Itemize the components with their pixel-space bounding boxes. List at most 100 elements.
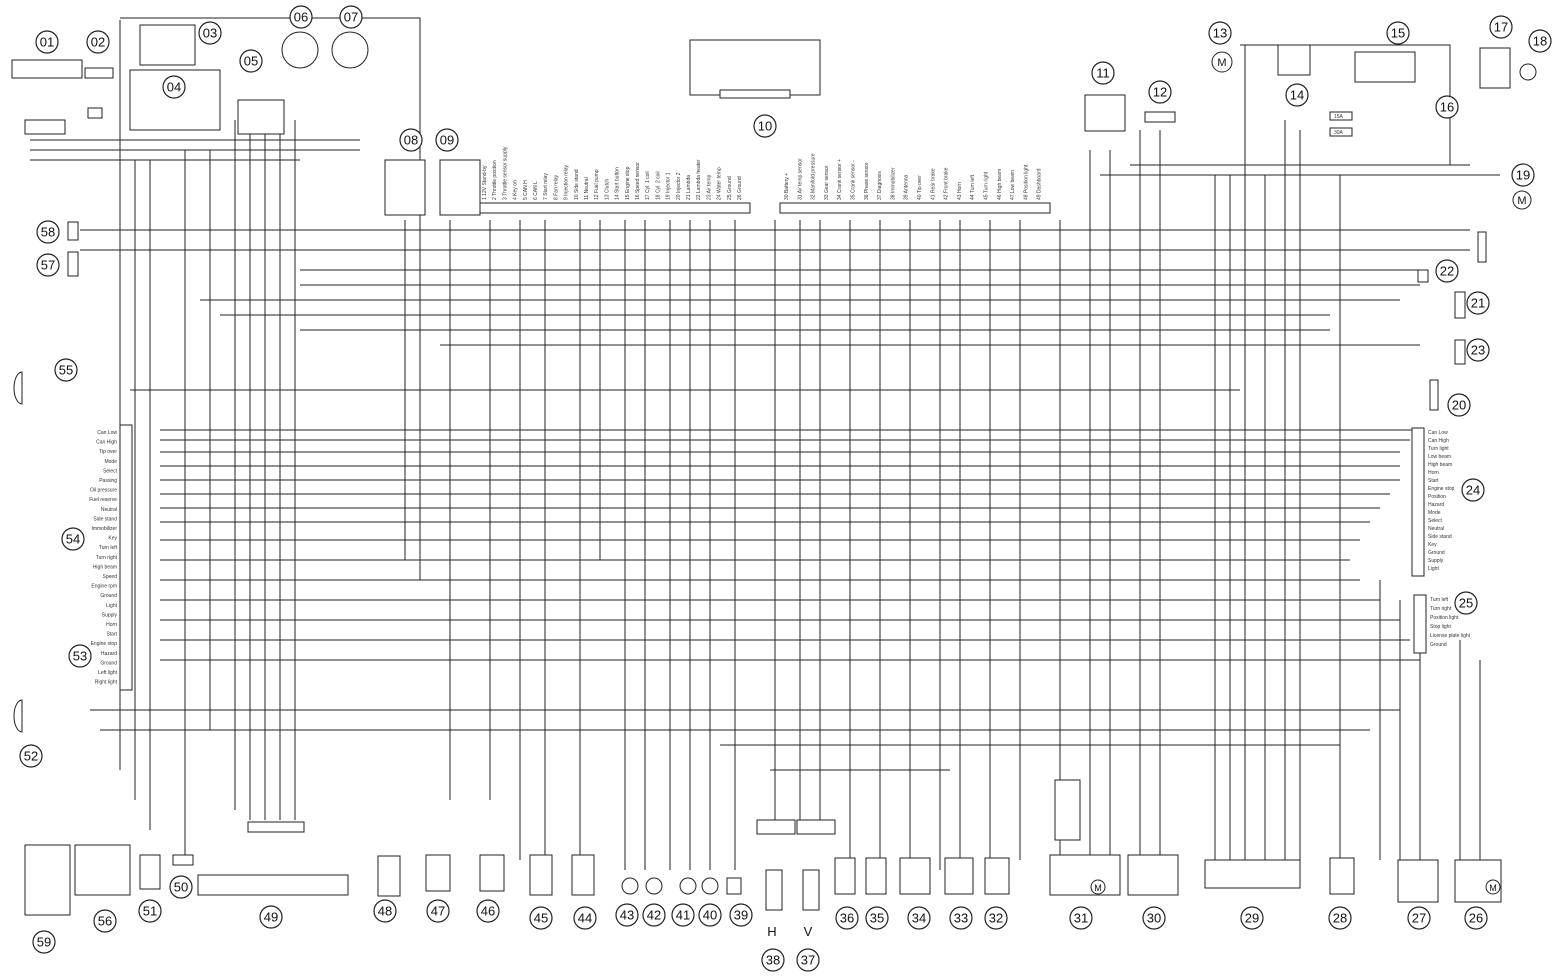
ecu-pin-label: 42 Front brake: [944, 167, 950, 200]
ecu-pin-label: 3 Throttle sensor supply: [502, 146, 508, 200]
ecu-pin-label: 23 Air temp: [706, 174, 712, 200]
callout-number: 43: [620, 908, 634, 923]
connector-pin-label: Start: [106, 632, 117, 638]
callout-number: 49: [264, 910, 278, 925]
callout-number: 23: [1471, 343, 1485, 358]
connector-pin-label: Passing: [99, 478, 117, 484]
connector-pin-label: Light: [1428, 566, 1439, 572]
callout-number: 55: [59, 363, 73, 378]
ecu-pin-label: 24 Water temp: [717, 167, 723, 200]
callout-10: 10: [753, 114, 777, 138]
ecu-pin-label: 44 Turn left: [970, 174, 976, 200]
connector-pin-label: Engine stop: [91, 641, 118, 647]
callout-number: 28: [1333, 911, 1347, 926]
callout-49: 49: [259, 905, 283, 929]
connector-pin-label: High beam: [1428, 462, 1452, 468]
callout-26: 26: [1464, 906, 1488, 930]
connector-pin-label: Hazard: [101, 651, 117, 657]
motor-13: M: [1217, 57, 1226, 69]
connector-pin-label: Light: [106, 603, 117, 609]
callout-37: 37: [796, 948, 820, 972]
callout-number: 12: [1153, 85, 1167, 100]
callout-17: 17: [1489, 15, 1513, 39]
callout-55: 55: [54, 358, 78, 382]
callout-number: 03: [203, 26, 217, 41]
callout-number: 10: [758, 119, 772, 134]
fuse-label-15a: 15A: [1334, 114, 1344, 120]
callout-13: 13: [1208, 21, 1232, 45]
connector-pin-label: Ground: [1428, 550, 1445, 556]
callout-number: 44: [578, 911, 592, 926]
callout-20: 20: [1447, 393, 1471, 417]
ecu-pin-label: 26 Ground: [737, 176, 743, 200]
connector-pin-label: Turn left: [99, 545, 118, 551]
connector-pin-label: Speed: [103, 574, 118, 580]
ecu-pin-label: 20 Injector 2: [676, 172, 682, 200]
connector-pin-label: Key: [1428, 542, 1437, 548]
callout-number: 33: [954, 911, 968, 926]
ecu-pin-label: 7 Start relay: [543, 173, 549, 200]
callout-52: 52: [19, 744, 43, 768]
callout-36: 36: [835, 906, 859, 930]
connector-pin-label: Ground: [100, 593, 117, 599]
callout-45: 45: [529, 906, 553, 930]
ecu-pin-label: 4 Key on: [513, 180, 519, 200]
callout-number: 25: [1459, 596, 1473, 611]
callout-53: 53: [68, 644, 92, 668]
ecu-pin-label: 33 Gear sensor: [824, 165, 830, 200]
ecu-pin-label: 6 CAN L: [533, 181, 539, 200]
ecu-pin-label: 39 Antenna: [904, 174, 910, 200]
callout-number: 07: [344, 10, 358, 25]
callout-number: 15: [1391, 26, 1405, 41]
ecu-pin-label: 22 Lambda heater: [696, 159, 702, 200]
callout-number: 59: [37, 935, 51, 950]
callout-number: 53: [73, 649, 87, 664]
callout-43: 43: [615, 903, 639, 927]
connector-pin-label: Can High: [1428, 438, 1449, 444]
connector-pin-label: Horn: [106, 622, 117, 628]
connector-pin-label: Neutral: [1428, 526, 1444, 532]
callout-number: 41: [676, 908, 690, 923]
callout-number: 34: [912, 911, 926, 926]
svg-text:M: M: [1094, 883, 1102, 893]
connector-pin-label: Can High: [96, 440, 117, 446]
ecu-pin-label: 34 Crank sensor +: [837, 159, 843, 200]
callout-30: 30: [1142, 906, 1166, 930]
ecu-pin-label: 2 Throttle position: [492, 160, 498, 200]
callout-38: 38: [761, 948, 785, 972]
connector-pin-label: Turn right: [1430, 606, 1452, 612]
callout-27: 27: [1407, 906, 1431, 930]
ecu-pin-label: 19 Injector 1: [666, 172, 672, 200]
connector-pin-label: Mode: [1428, 510, 1441, 516]
connector-pin-label: Oil pressure: [90, 488, 117, 494]
motor-31: M: [1090, 879, 1106, 895]
callout-number: 50: [174, 880, 188, 895]
ecu-pin-label: 9 Injection relay: [564, 164, 570, 200]
connector-pin-label: Neutral: [101, 507, 117, 513]
callout-number: 22: [1440, 264, 1454, 279]
callout-05: 05: [239, 49, 263, 73]
ecu-pin-label: 47 Low beam: [1010, 170, 1016, 200]
callout-number: 01: [40, 35, 54, 50]
callout-02: 02: [86, 30, 110, 54]
connector-pin-label: Tip over: [99, 449, 117, 455]
callout-22: 22: [1435, 259, 1459, 283]
callout-19: 19: [1511, 163, 1535, 187]
callout-29: 29: [1240, 906, 1264, 930]
connector-pin-label: Select: [1428, 518, 1443, 524]
callout-59: 59: [32, 930, 56, 954]
callout-58: 58: [36, 220, 60, 244]
ecu-pin-label: 40 Tip over: [917, 175, 923, 200]
callout-number: 47: [431, 904, 445, 919]
callout-number: 29: [1245, 911, 1259, 926]
callout-number: 24: [1466, 483, 1480, 498]
callout-39: 39: [729, 903, 753, 927]
connector-pin-label: Mode: [104, 459, 117, 465]
connector-pin-label: Turn light: [1428, 446, 1449, 452]
callout-number: 45: [534, 911, 548, 926]
callout-07: 07: [339, 5, 363, 29]
callout-50: 50: [169, 875, 193, 899]
callout-number: 02: [91, 35, 105, 50]
